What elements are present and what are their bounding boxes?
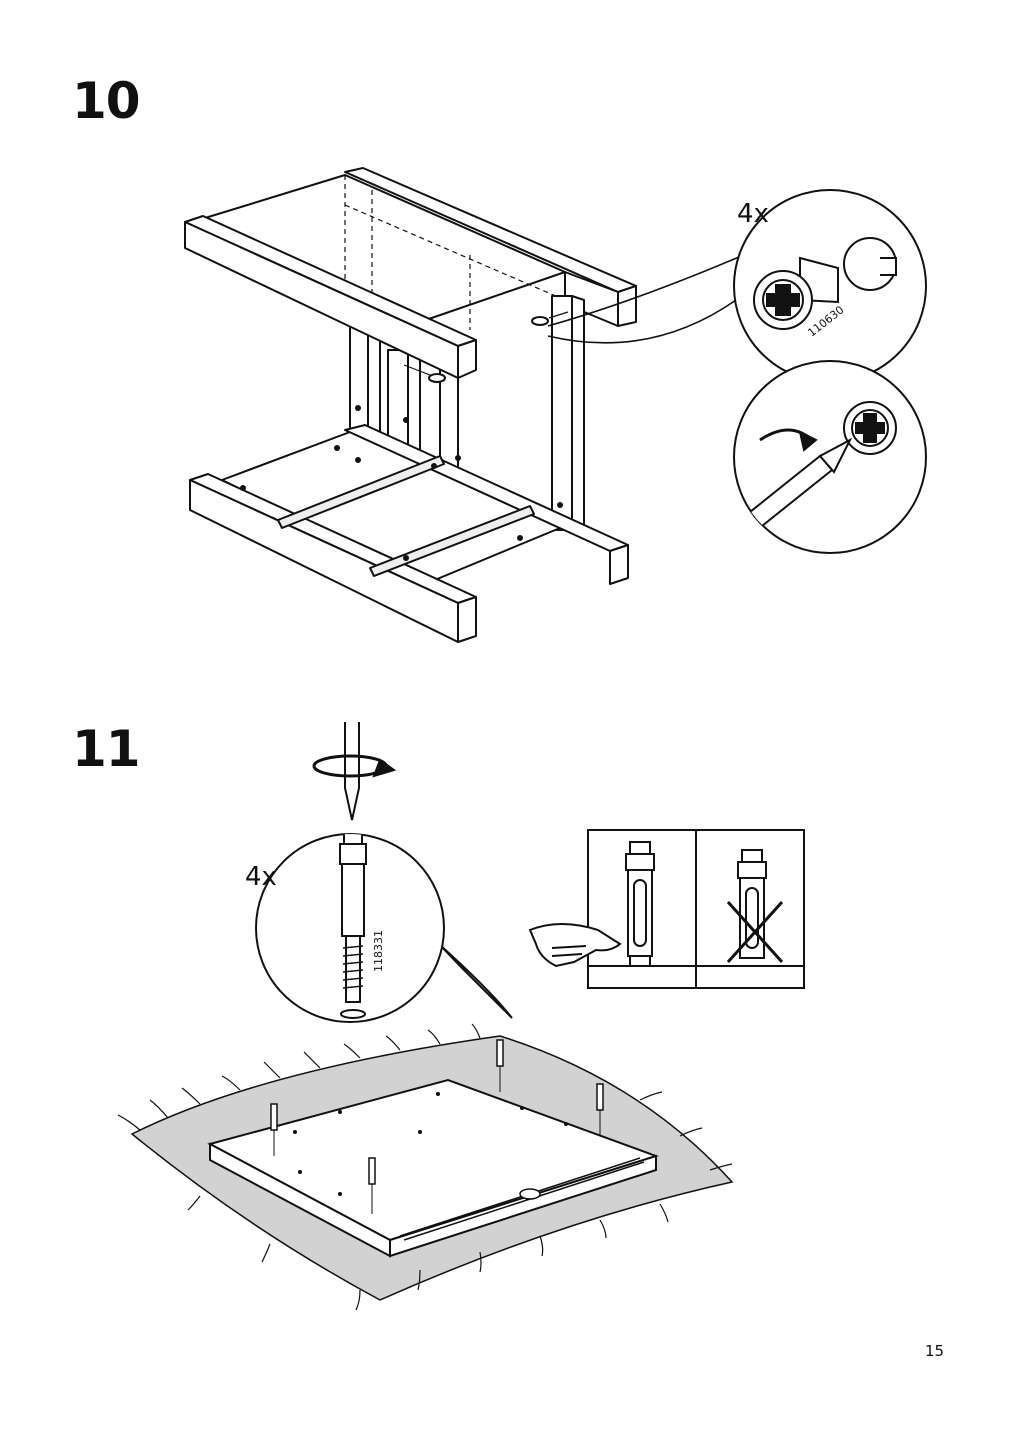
stool-frame-illustration — [184, 167, 637, 643]
pointing-hand-icon — [528, 923, 622, 968]
wrong-dowel — [726, 849, 784, 964]
screwdriver-turn-detail — [733, 360, 927, 554]
cam-lock-detail — [733, 189, 927, 383]
panel-on-paper-illustration — [117, 1023, 734, 1311]
screwdriver-illustration — [312, 722, 397, 821]
correct-dowel — [625, 841, 655, 967]
page-number: 15 — [925, 1342, 945, 1360]
correct-wrong-panel — [528, 829, 805, 989]
step-10-number: 10 — [72, 72, 141, 130]
step-11-quantity: 4x — [245, 862, 277, 892]
dowel-detail — [255, 833, 513, 1023]
step-11-part-number: 118331 — [372, 930, 385, 972]
step-11-number: 11 — [72, 720, 141, 778]
step-10-quantity: 4x — [737, 199, 769, 229]
